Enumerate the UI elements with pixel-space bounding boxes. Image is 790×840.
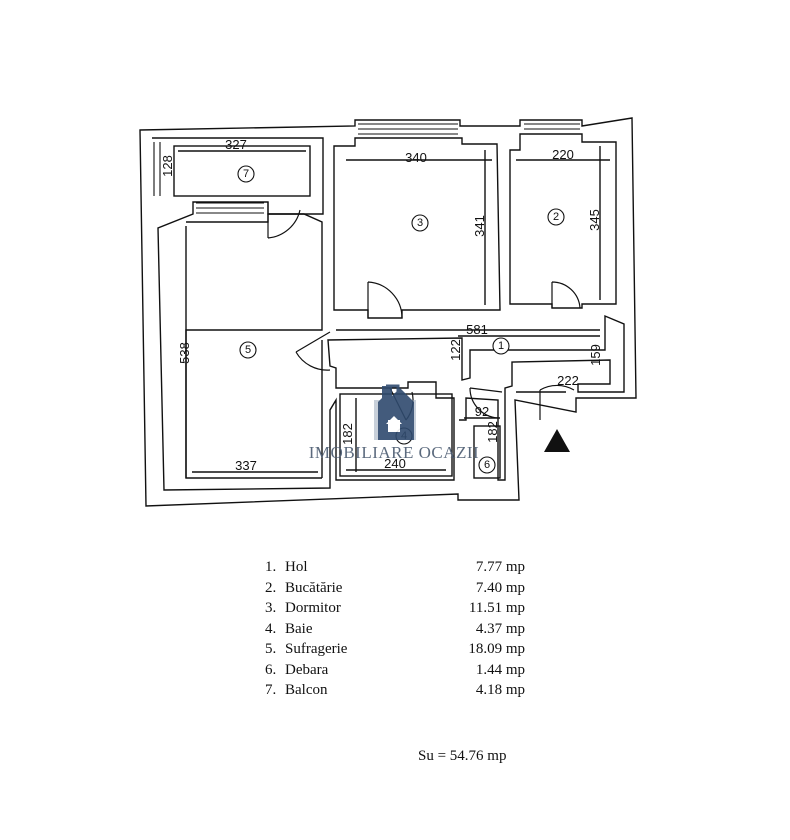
room-marker-1: 1: [498, 340, 504, 352]
dim-balcony-width: 327: [225, 137, 247, 152]
inner-wall-outline: [152, 137, 625, 491]
legend-room-name: Dormitor: [285, 600, 341, 616]
legend-row: 7. Balcon 4.18 mp: [265, 680, 525, 701]
window-kitchen: [524, 123, 580, 135]
legend-number: 5.: [265, 641, 277, 657]
window-bedroom: [358, 123, 458, 135]
dim-living-depth: 538: [177, 342, 192, 364]
legend-row: 2. Bucătărie 7.40 mp: [265, 578, 525, 599]
house-logo-icon: [374, 384, 416, 440]
door-living: [295, 331, 331, 371]
room-marker-6-circle: [478, 456, 496, 474]
room-marker-2: 2: [553, 211, 559, 223]
door-storage: [469, 387, 503, 419]
room-marker-5-circle: [239, 341, 257, 359]
legend-number: 7.: [265, 682, 277, 698]
dim-entry-depth: 159: [588, 344, 603, 366]
legend-row: 4. Baie 4.37 mp: [265, 619, 525, 640]
dim-kitchen-width: 220: [552, 147, 574, 162]
floor-plan: 7 3 2 5 1 4 6 327 340 220 337 581 222 92…: [139, 117, 637, 507]
door-bedroom: [367, 281, 403, 319]
dim-bedroom-depth: 341: [472, 215, 487, 237]
room-marker-7: 7: [243, 168, 249, 180]
legend-room-name: Hol: [285, 559, 308, 575]
total-area: Su = 54.76 mp: [418, 748, 507, 764]
room-marker-7-circle: [237, 165, 255, 183]
legend-label: 5. Sufragerie: [265, 639, 347, 660]
storage-room: [473, 425, 501, 479]
legend-room-name: Sufragerie: [285, 641, 348, 657]
dim-bath-depth: 182: [340, 423, 355, 445]
legend-row: 6. Debara 1.44 mp: [265, 660, 525, 681]
legend-room-name: Baie: [285, 620, 313, 637]
legend-label: 6. Debara: [265, 660, 328, 681]
watermark-text: IMOBILIARE OCAZII: [309, 443, 479, 462]
room-marker-1-circle: [492, 337, 510, 355]
window-balcony-left: [153, 142, 161, 196]
legend-label: 1. Hol: [265, 557, 308, 578]
legend-number: 1.: [265, 559, 277, 575]
window-living: [196, 202, 264, 214]
door-balcony: [267, 202, 301, 239]
legend-area: 7.40 mp: [475, 579, 525, 596]
dim-living-width: 337: [235, 458, 257, 473]
room-marker-2-circle: [547, 208, 565, 226]
room-legend: 1. Hol 7.77 mp 2. Bucătărie 7.40 mp 3. Dormitor…: [265, 557, 525, 701]
dim-storage-depth: 182: [485, 421, 500, 443]
legend-row: 5. Sufragerie 18.09 mp: [265, 639, 525, 660]
legend-row: 1. Hol 7.77 mp: [265, 557, 525, 578]
legend-room-name: Balcon: [285, 682, 328, 698]
room-marker-3: 3: [417, 217, 423, 229]
outer-wall-outline: [139, 117, 637, 507]
dim-kitchen-depth: 345: [587, 209, 602, 231]
dim-storage-width: 92: [475, 404, 489, 419]
legend-room-name: Bucătărie: [285, 579, 343, 596]
legend-area: 11.51 mp: [468, 600, 525, 616]
balcony-room: [173, 145, 311, 197]
legend-row: 3. Dormitor 11.51 mp: [265, 598, 525, 619]
legend-area: 4.37 mp: [475, 620, 525, 637]
legend-area: 1.44 mp: [475, 661, 525, 678]
legend-room-name: Debara: [285, 661, 329, 678]
door-entrance: [539, 384, 575, 420]
triangle-up-icon: [544, 429, 570, 452]
legend-area: 4.18 mp: [475, 682, 525, 698]
dim-hall-length: 581: [466, 322, 488, 337]
room-marker-3-circle: [411, 214, 429, 232]
room-marker-5: 5: [245, 344, 251, 356]
legend-label: 3. Dormitor: [265, 598, 341, 619]
dim-entry-width: 222: [557, 373, 579, 388]
legend-number: 3.: [265, 600, 277, 616]
dim-hall-width: 122: [448, 339, 463, 361]
room-marker-6: 6: [484, 459, 490, 471]
legend-number: 6.: [265, 661, 277, 678]
legend-label: 2. Bucătărie: [265, 578, 342, 599]
legend-number: 4.: [265, 620, 277, 637]
dim-bath-width: 240: [384, 456, 406, 471]
legend-label: 7. Balcon: [265, 680, 328, 701]
legend-area: 18.09 mp: [468, 641, 525, 657]
legend-number: 2.: [265, 579, 277, 596]
door-kitchen: [551, 281, 581, 309]
dim-bedroom-width: 340: [405, 150, 427, 165]
dim-balcony-depth: 128: [160, 155, 175, 177]
legend-area: 7.77 mp: [475, 559, 525, 575]
legend-label: 4. Baie: [265, 619, 313, 640]
watermark: IMOBILIARE OCAZII: [309, 384, 479, 462]
